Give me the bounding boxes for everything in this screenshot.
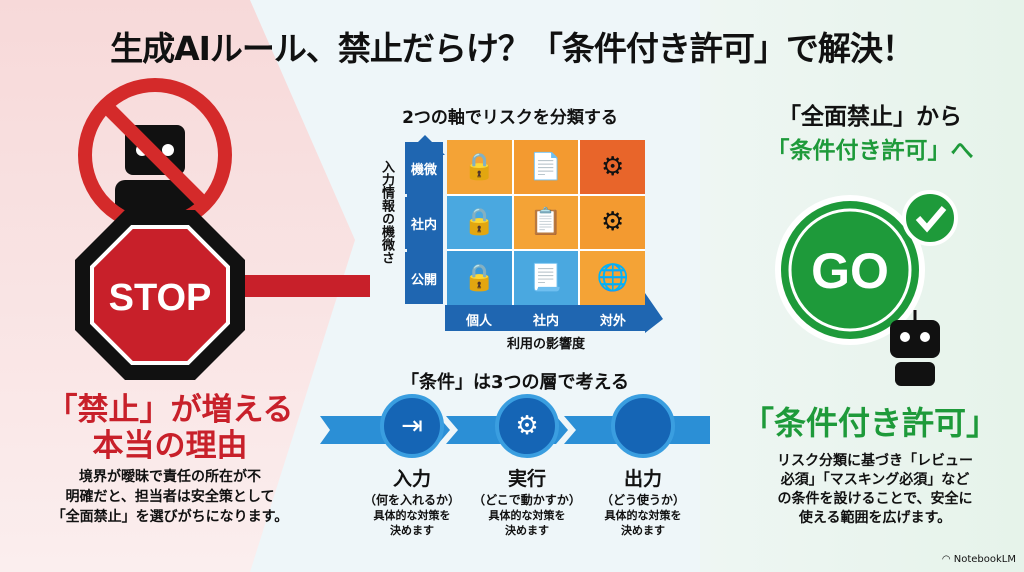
notebooklm-logo: ◠ NotebookLM: [941, 554, 1016, 565]
locked-document-icon: 📄: [529, 151, 563, 182]
matrix-cell: ⚙: [580, 140, 645, 194]
risk-matrix: 🔒 📄 ⚙ 🔒 📋 ⚙ 🔒 📃 🌐: [447, 140, 645, 305]
layer-step: 出力 （どう使うか） 具体的な対策を 決めます: [573, 394, 713, 538]
page-title: 生成AIルール、禁止だらけ？「条件付き許可」で解決！: [110, 29, 915, 68]
robot-icon: [890, 310, 940, 386]
layer-name: 実行: [507, 468, 546, 490]
lock-icon: 🔒: [463, 151, 496, 182]
red-connector-bar: [230, 275, 370, 297]
layer-subtitle: （どう使うか）: [600, 493, 685, 507]
matrix-cell: 📃: [513, 251, 579, 305]
right-subheading: 「条件付き許可」: [741, 404, 998, 442]
globe-icon: 🌐: [596, 263, 629, 294]
gears-icon: ⚙: [601, 207, 625, 238]
right-body-line: リスク分類に基づき「レビュー: [777, 453, 973, 469]
stop-label: STOP: [109, 277, 212, 319]
row-label: 機微: [405, 142, 443, 194]
layer-desc: 具体的な対策を: [488, 509, 566, 522]
layer-desc: 決めます: [390, 524, 434, 537]
layer-desc: 決めます: [505, 524, 549, 537]
lock-icon: 🔒: [463, 263, 496, 294]
go-illustration: GO: [775, 190, 958, 386]
gear-network-icon: ⚙: [495, 394, 559, 458]
left-body: 境界が曖昧で責任の所在が不 明確だと、担当者は安全策として 「全面禁止」を選びが…: [20, 467, 320, 527]
left-heading-line1: 「禁止」が増える: [46, 392, 294, 428]
layer-name: 入力: [392, 468, 431, 490]
col-label: 社内: [514, 308, 578, 330]
lock-icon: 🔒: [463, 207, 496, 238]
layer-desc: 決めます: [621, 524, 665, 537]
document-input-icon: ⇥: [380, 394, 444, 458]
brand-label: NotebookLM: [953, 554, 1016, 565]
right-body-line: の条件を設けることで、安全に: [777, 491, 973, 507]
matrix-cell: 🔒: [447, 140, 512, 194]
layers-title: 「条件」は3つの層で考える: [401, 372, 629, 393]
layer-subtitle: （どこで動かすか）: [473, 493, 581, 507]
matrix-cell: 📋: [513, 195, 579, 250]
matrix-cell: 🌐: [580, 251, 645, 305]
check-badge-icon: [902, 190, 958, 246]
layer-name: 出力: [623, 468, 662, 490]
gears-icon: ⚙: [601, 151, 625, 182]
stop-illustration: STOP: [75, 78, 370, 380]
row-label: 公開: [405, 252, 443, 304]
left-body-line: 境界が曖昧で責任の所在が不: [79, 469, 261, 485]
shield-document-icon: 📋: [529, 207, 563, 238]
right-body: リスク分類に基づき「レビュー 必須」「マスキング必須」など の条件を設けることで…: [730, 452, 1020, 528]
right-body-line: 必須」「マスキング必須」など: [780, 472, 970, 488]
matrix-cell: 🔒: [447, 195, 512, 250]
layer-desc: 具体的な対策を: [604, 509, 682, 522]
matrix-cell: 🔒: [447, 251, 512, 305]
robot-icon: [115, 125, 195, 220]
left-body-line: 「全面禁止」を選びがちになります。: [51, 509, 289, 525]
row-label: 社内: [405, 197, 443, 249]
layer-desc: 具体的な対策を: [373, 509, 451, 522]
layer-subtitle: （何を入れるか）: [363, 493, 460, 507]
right-heading: 「全面禁止」から 「条件付き許可」へ: [730, 100, 1010, 168]
right-body-line: 使える範囲を広げます。: [798, 510, 952, 526]
col-label: 個人: [447, 308, 511, 330]
layer-step: ⇥ 入力 （何を入れるか） 具体的な対策を 決めます: [342, 394, 482, 538]
y-axis-label: 入力情報の機微さ: [379, 160, 394, 264]
matrix-title: 2つの軸でリスクを分類する: [402, 108, 618, 128]
go-label: GO: [811, 243, 889, 299]
left-heading-line2: 本当の理由: [92, 428, 248, 464]
x-axis-label: 利用の影響度: [506, 337, 585, 352]
code-window-icon: [611, 394, 675, 458]
go-circle: [775, 195, 925, 345]
layer-step: ⚙ 実行 （どこで動かすか） 具体的な対策を 決めます: [457, 394, 597, 538]
col-label: 対外: [581, 308, 645, 330]
matrix-cell: 📄: [513, 140, 579, 194]
right-heading-line1: 「全面禁止」から: [778, 104, 962, 130]
right-heading-line2: 「条件付き許可」へ: [766, 138, 974, 164]
globe-document-icon: 📃: [529, 263, 563, 294]
left-heading: 「禁止」が増える 本当の理由: [20, 392, 320, 464]
matrix-cell: ⚙: [580, 195, 645, 250]
left-body-line: 明確だと、担当者は安全策として: [65, 489, 275, 505]
